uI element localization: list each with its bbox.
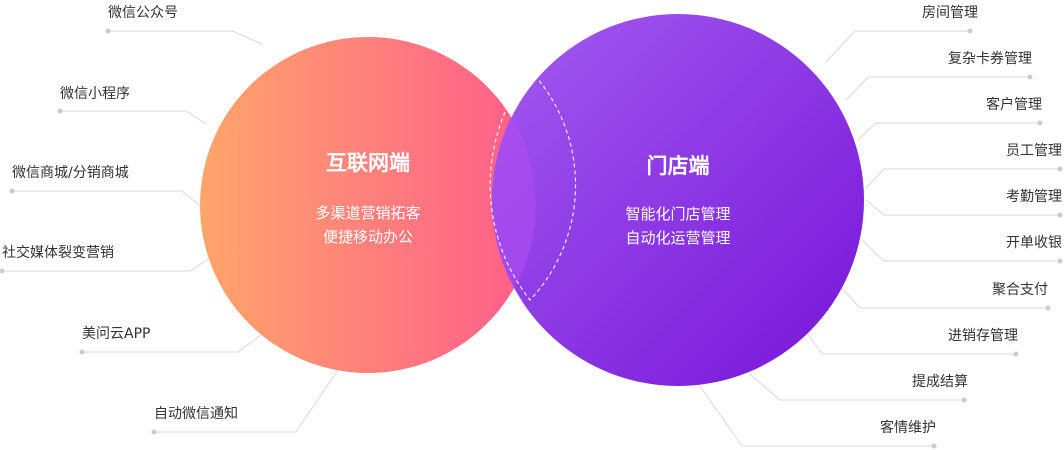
right-label-8: 进销存管理 [948, 328, 1018, 344]
right-connector-7 [837, 283, 1048, 309]
right-connector-6 [861, 239, 1060, 262]
right-connector-4 [865, 168, 1060, 189]
left-connector-5 [82, 329, 269, 353]
left-connector-1 [108, 30, 263, 45]
left-circle [200, 37, 536, 373]
left-circle-line-2: 便捷移动办公 [322, 228, 413, 246]
left-connector-2 [60, 110, 207, 125]
right-connector-9 [739, 365, 964, 401]
right-connector-dot-1 [967, 28, 973, 34]
right-circle-line-1: 智能化门店管理 [625, 205, 731, 223]
left-connector-dot-2 [57, 108, 63, 114]
left-label-5: 美问云APP [82, 326, 151, 342]
right-connector-dot-4 [1057, 166, 1063, 172]
left-connector-dot-3 [9, 188, 15, 194]
right-label-7: 聚合支付 [992, 282, 1048, 298]
right-connector-10 [689, 371, 934, 447]
right-connector-dot-8 [1013, 351, 1019, 357]
right-circle-line-2: 自动化运营管理 [625, 229, 731, 247]
left-connector-dot-1 [105, 28, 111, 34]
right-label-2: 复杂卡券管理 [948, 51, 1032, 67]
right-connector-1 [825, 30, 970, 63]
overlap-dashed-outline [489, 69, 577, 301]
left-connector-3 [12, 190, 201, 207]
right-circle [492, 14, 864, 386]
right-connector-5 [865, 199, 1060, 216]
right-connector-dot-7 [1045, 305, 1051, 311]
left-circle-title: 互联网端 [326, 151, 410, 175]
right-label-9: 提成结算 [912, 374, 968, 390]
right-connector-dot-3 [1037, 120, 1043, 126]
left-label-6: 自动微信通知 [154, 406, 238, 422]
left-label-4: 社交媒体裂变营销 [2, 245, 114, 261]
left-connector-6 [154, 369, 339, 433]
left-label-3: 微信商城/分销商城 [12, 165, 129, 181]
left-label-1: 微信公众号 [108, 5, 178, 21]
right-connector-dot-5 [1057, 212, 1063, 218]
left-label-2: 微信小程序 [60, 86, 130, 102]
right-connector-dot-10 [931, 443, 937, 449]
left-circle-line-1: 多渠道营销拓客 [315, 204, 421, 222]
left-connector-dot-5 [79, 349, 85, 355]
right-label-4: 员工管理 [1006, 143, 1062, 159]
right-label-10: 客情维护 [880, 420, 936, 436]
right-label-5: 考勤管理 [1006, 189, 1062, 205]
right-label-1: 房间管理 [922, 5, 978, 21]
right-label-6: 开单收银 [1006, 235, 1062, 251]
right-connector-dot-2 [1027, 74, 1033, 80]
left-connector-dot-4 [0, 268, 5, 274]
right-connector-dot-6 [1057, 258, 1063, 264]
connector-lines [0, 28, 1063, 449]
right-connector-2 [845, 76, 1030, 101]
right-connector-3 [857, 122, 1040, 141]
right-connector-dot-9 [961, 397, 967, 403]
right-circle-title: 门店端 [646, 154, 710, 178]
left-connector-dot-6 [151, 429, 157, 435]
right-label-3: 客户管理 [986, 97, 1042, 113]
left-connector-4 [2, 257, 211, 272]
